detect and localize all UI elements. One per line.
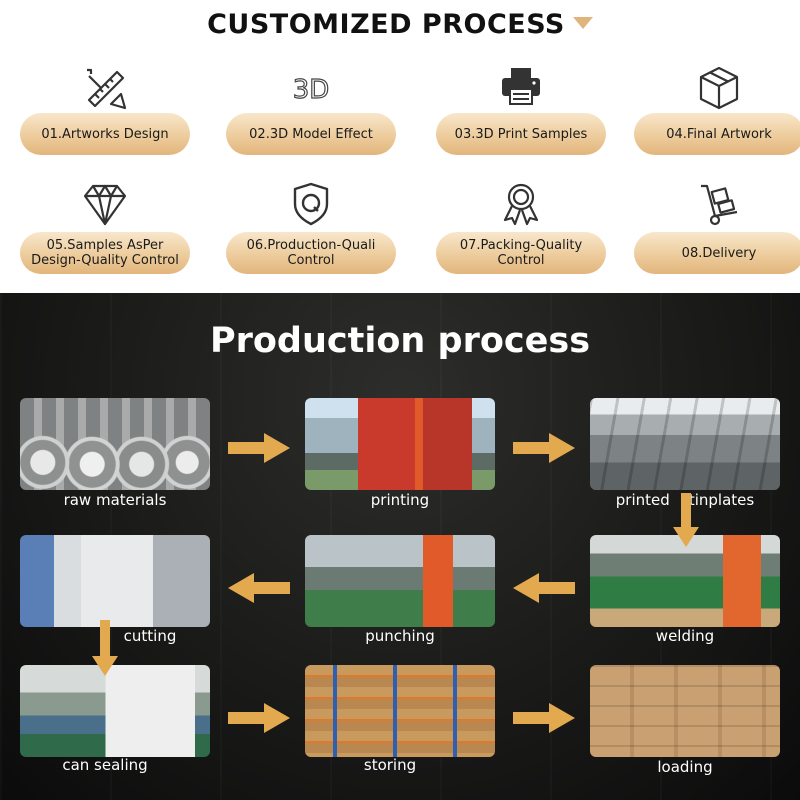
step-label: 02.3D Model Effect [226, 113, 396, 155]
label-raw-materials: raw materials [63, 491, 167, 509]
label-cutting: cutting [123, 627, 177, 645]
production-process-section: Production process raw materials printin… [0, 293, 800, 800]
photo-can-sealing [20, 665, 210, 757]
arrow-right-icon [228, 433, 290, 463]
photo-printing [305, 398, 495, 490]
arrow-right-icon [513, 433, 575, 463]
hand-truck-icon [695, 180, 743, 228]
label-printed-tinplates: printed tinplates [615, 491, 755, 509]
photo-punching [305, 535, 495, 627]
arrow-down-icon [673, 493, 699, 547]
arrow-right-icon [513, 703, 575, 733]
production-process-title: Production process [209, 321, 591, 361]
3d-icon-text: 3D [293, 75, 330, 105]
triangle-down-icon [572, 16, 593, 29]
photo-raw-materials [20, 398, 210, 490]
arrow-right-icon [228, 703, 290, 733]
step-label: 04.Final Artwork [634, 113, 800, 155]
photo-printed-tinplates [590, 398, 780, 490]
ruler-pencil-icon [81, 64, 129, 112]
customized-process-section: CUSTOMIZED PROCESS 01.Artworks Design 3D… [0, 0, 800, 293]
diamond-icon [81, 180, 129, 228]
arrow-down-icon [92, 620, 118, 676]
label-punching: punching [365, 627, 435, 645]
label-storing: storing [363, 756, 417, 774]
step-label: 03.3D Print Samples [436, 113, 606, 155]
photo-storing [305, 665, 495, 757]
arrow-left-icon [228, 573, 290, 603]
award-badge-icon [497, 180, 545, 228]
label-printing: printing [370, 491, 430, 509]
arrow-left-icon [513, 573, 575, 603]
label-welding: welding [655, 627, 715, 645]
printer-icon [497, 62, 545, 110]
step-label: 08.Delivery [634, 232, 800, 274]
photo-cutting [20, 535, 210, 627]
step-label: 01.Artworks Design [20, 113, 190, 155]
cube-icon [695, 64, 743, 112]
3d-text-icon: 3D [287, 64, 335, 112]
label-can-sealing: can sealing [62, 756, 148, 774]
shield-q-icon [287, 180, 335, 228]
label-loading: loading [657, 758, 713, 776]
customized-process-title: CUSTOMIZED PROCESS [0, 9, 800, 40]
photo-loading [590, 665, 780, 757]
photo-welding [590, 535, 780, 627]
